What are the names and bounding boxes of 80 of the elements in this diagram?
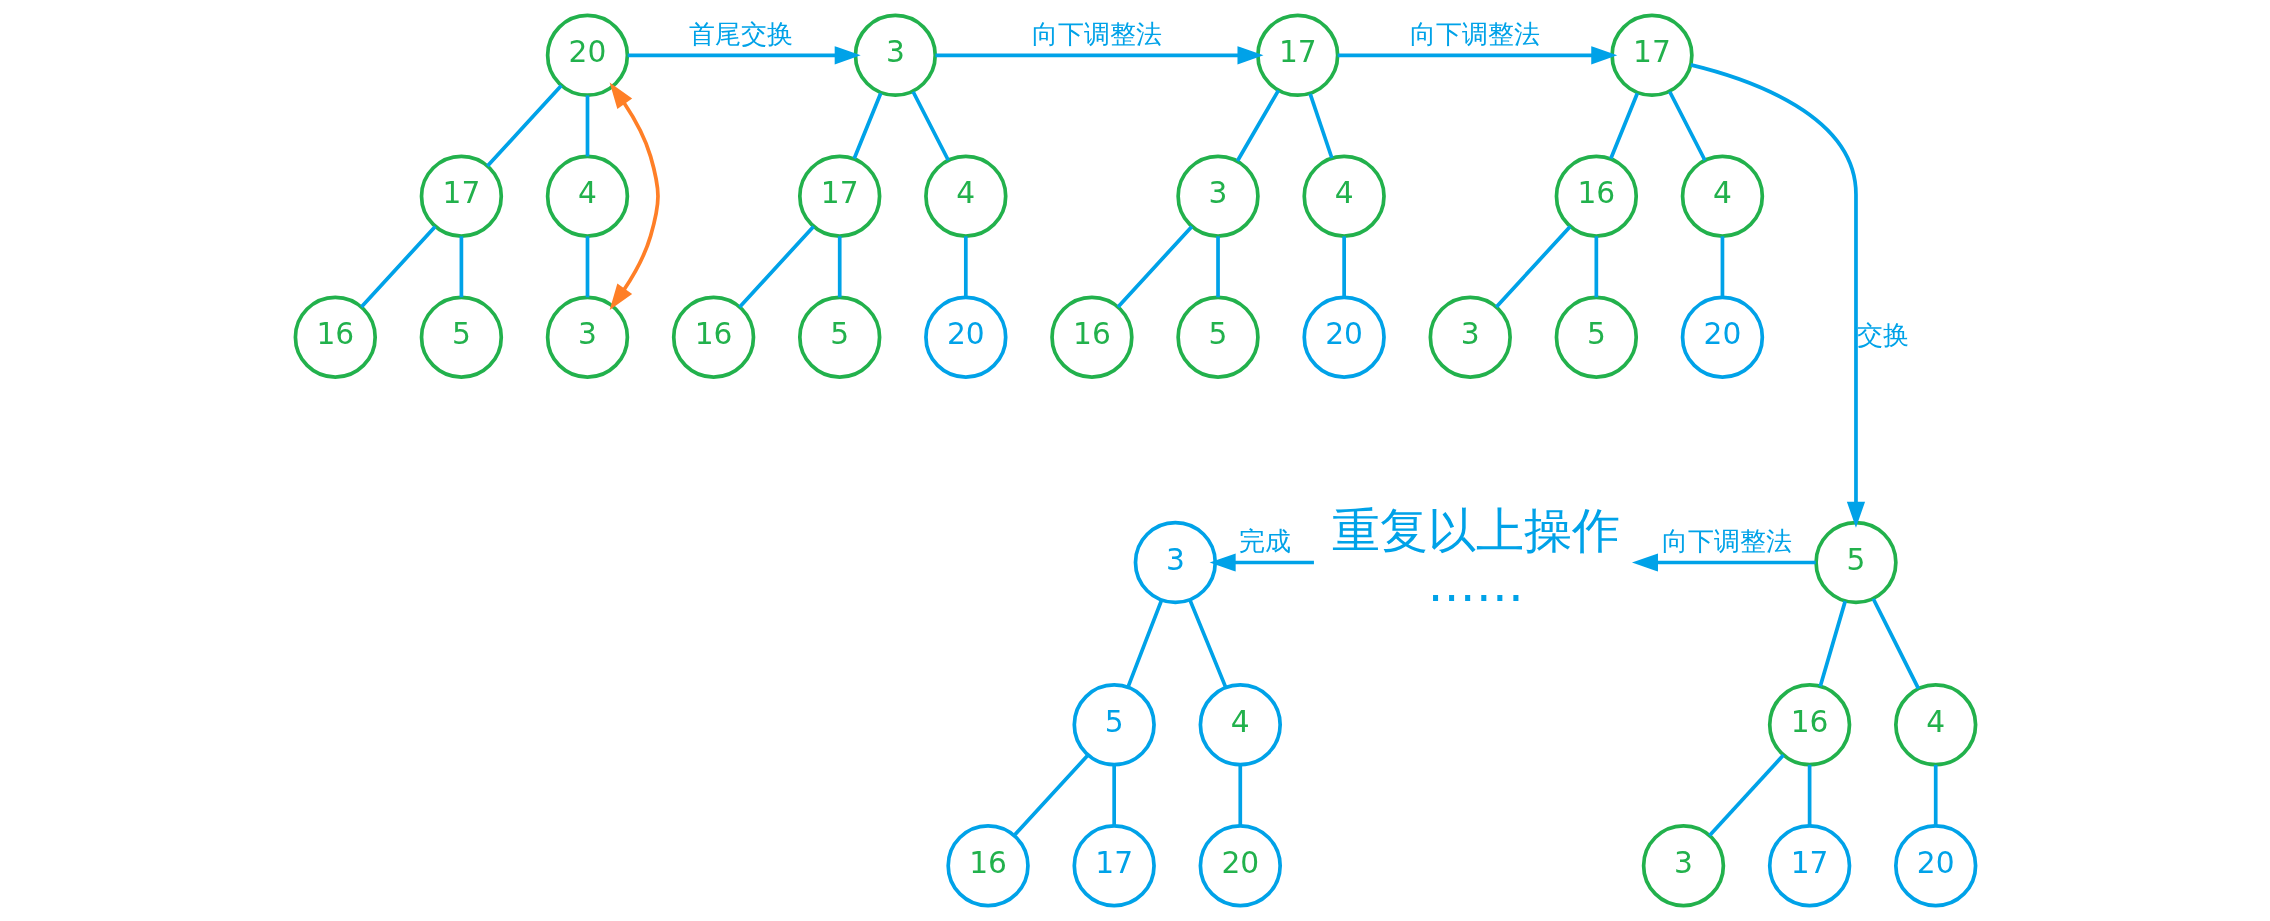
connector bbox=[1494, 225, 1572, 309]
connector bbox=[1933, 764, 1938, 826]
connector bbox=[1111, 764, 1116, 826]
connector bbox=[1125, 599, 1163, 688]
connector bbox=[1116, 225, 1193, 309]
connector bbox=[963, 236, 968, 298]
node-circle: 4 bbox=[923, 154, 1008, 238]
node-circle: 17 bbox=[1071, 823, 1156, 908]
connector bbox=[837, 236, 842, 298]
node-circle: 3 bbox=[1428, 295, 1512, 379]
node-circle: 20 bbox=[923, 295, 1008, 379]
node-circle: 4 bbox=[1198, 683, 1282, 767]
connector bbox=[1307, 93, 1334, 159]
node-circle: 5 bbox=[797, 295, 881, 379]
connector bbox=[737, 225, 815, 309]
node-circle: 17 bbox=[1255, 13, 1339, 98]
connector bbox=[1871, 597, 1920, 690]
connector bbox=[1012, 753, 1089, 837]
connector bbox=[1215, 236, 1220, 298]
node-circle: 3 bbox=[1133, 520, 1217, 605]
node-circle: 3 bbox=[1641, 823, 1725, 908]
node-circle: 3 bbox=[545, 295, 629, 379]
node-circle: 20 bbox=[1301, 295, 1386, 379]
node-circle: 3 bbox=[1175, 154, 1260, 238]
node-circle: 4 bbox=[545, 154, 629, 238]
node-circle: 17 bbox=[797, 154, 881, 238]
node-circle: 17 bbox=[1609, 13, 1694, 98]
node-circle: 16 bbox=[1554, 154, 1638, 238]
arrow bbox=[1337, 46, 1617, 65]
node-circle: 20 bbox=[1893, 823, 1977, 908]
connector bbox=[1594, 236, 1598, 298]
node-circle: 4 bbox=[1301, 154, 1386, 238]
connector bbox=[1235, 89, 1280, 162]
node-circle: 5 bbox=[1554, 295, 1638, 379]
edge-label: 完成 bbox=[1238, 525, 1291, 556]
edge-label: 向下调整法 bbox=[1031, 18, 1162, 49]
arrow bbox=[627, 46, 861, 65]
node-circle: 16 bbox=[1767, 683, 1851, 767]
connector bbox=[1237, 764, 1242, 826]
node-circle: 20 bbox=[1198, 823, 1282, 908]
node-circle: 5 bbox=[1071, 683, 1156, 767]
node-circle: 16 bbox=[1049, 295, 1134, 379]
node-circle: 3 bbox=[853, 13, 937, 98]
connector bbox=[852, 92, 882, 160]
node-circle: 16 bbox=[293, 295, 377, 379]
connector bbox=[1818, 600, 1847, 687]
connector bbox=[585, 95, 589, 157]
connector bbox=[1807, 764, 1811, 826]
edge-label: 向下调整法 bbox=[1661, 525, 1792, 556]
connector bbox=[1187, 599, 1227, 688]
arrow bbox=[1631, 553, 1816, 572]
node-circle: 20 bbox=[1680, 295, 1764, 379]
arrow bbox=[1689, 63, 1865, 528]
arrow bbox=[934, 46, 1263, 65]
node-text: 重复以上操作 …… bbox=[1331, 502, 1620, 613]
node-circle: 17 bbox=[419, 154, 503, 238]
connector bbox=[1720, 236, 1724, 298]
connector bbox=[359, 225, 437, 309]
edge-label: 交换 bbox=[1856, 320, 1909, 351]
node-circle: 5 bbox=[1175, 295, 1260, 379]
connector bbox=[1341, 236, 1346, 298]
connector bbox=[1608, 92, 1639, 160]
node-circle: 5 bbox=[419, 295, 503, 379]
connector bbox=[1667, 90, 1707, 162]
connector bbox=[459, 236, 463, 298]
node-circle: 4 bbox=[1893, 683, 1977, 767]
node-circle: 16 bbox=[945, 823, 1030, 908]
node-circle: 17 bbox=[1767, 823, 1851, 908]
connector bbox=[1707, 753, 1785, 837]
arrow bbox=[609, 82, 660, 310]
arrow bbox=[1209, 553, 1314, 572]
edge-label: 向下调整法 bbox=[1409, 18, 1540, 49]
node-circle: 5 bbox=[1813, 520, 1898, 605]
connector bbox=[910, 90, 950, 162]
connector bbox=[585, 236, 589, 298]
node-circle: 4 bbox=[1680, 154, 1764, 238]
node-circle: 20 bbox=[545, 13, 629, 98]
connector bbox=[485, 84, 563, 168]
node-circle: 16 bbox=[671, 295, 755, 379]
edge-label: 首尾交换 bbox=[688, 18, 793, 49]
